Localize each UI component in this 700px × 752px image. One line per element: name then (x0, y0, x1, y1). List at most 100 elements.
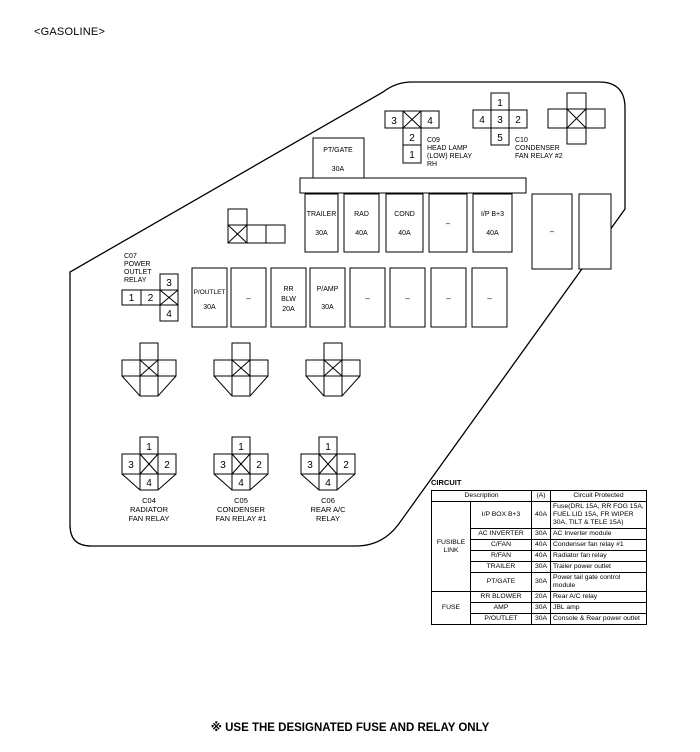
cell-amp: 40A (531, 539, 551, 551)
header-description: Description (431, 490, 532, 502)
svg-text:CONDENSER: CONDENSER (515, 145, 560, 152)
cell-amp: 30A (531, 528, 551, 540)
group-fusible-link: FUSIBLE LINK (431, 501, 471, 592)
header-amp: (A) (531, 490, 551, 502)
fuse-lower-1-name: P/OUTLET (194, 289, 226, 296)
svg-text:RELAY: RELAY (316, 514, 340, 523)
cell-desc: RR BLOWER (470, 591, 532, 603)
relay-c04-pin-1: 1 (146, 442, 152, 453)
cell-amp: 20A (531, 591, 551, 603)
fuse-upper-1-name: TRAILER (307, 211, 337, 218)
cell-desc: TRAILER (470, 561, 532, 573)
fuse-lower-6-name: – (405, 294, 410, 303)
relay-c04-pin-2: 2 (164, 460, 170, 471)
fuse-tall-right: – (531, 193, 612, 270)
connector-cross-top-right (547, 92, 606, 145)
header-protected: Circuit Protected (550, 490, 647, 502)
svg-text:C07: C07 (124, 253, 137, 260)
table-row: AC INVERTER 30A AC Inverter module (432, 528, 647, 540)
fuse-upper-5-amp: 40A (486, 230, 499, 237)
circuit-table-header: Description (A) Circuit Protected (431, 490, 647, 502)
table-row: TRAILER 30A Trailer power outlet (432, 561, 647, 573)
cell-desc: AC INVERTER (470, 528, 532, 540)
fuse-lower-3-amp: 20A (282, 306, 295, 313)
relay-socket-3 (305, 342, 361, 397)
fuse-upper-4: – (428, 193, 468, 253)
relay-c07-pin-2: 2 (148, 293, 154, 304)
table-row: FUSIBLE LINK I/P BOX B+3 40A Fuse(DRL 15… (431, 501, 647, 592)
relay-c06-pin-4: 4 (325, 478, 331, 489)
svg-text:C10: C10 (515, 137, 528, 144)
relay-c04-pin-4: 4 (146, 478, 152, 489)
cell-desc: P/OUTLET (470, 613, 532, 625)
fuse-lower-3-name-line2: BLW (281, 296, 296, 303)
fuse-lower-5-name: – (365, 294, 370, 303)
cell-protected: Power tail gate control module (550, 572, 647, 592)
svg-text:RH: RH (427, 161, 437, 168)
cell-desc: R/FAN (470, 550, 532, 562)
fuse-lower-1-amp: 30A (203, 304, 216, 311)
relay-c10-label: C10 CONDENSER FAN RELAY #2 (515, 137, 563, 160)
cell-desc: I/P BOX B+3 (470, 501, 532, 529)
fuse-upper-2-amp: 40A (355, 230, 368, 237)
relay-c09-label: C09 HEAD LAMP (LOW) RELAY RH (427, 137, 472, 168)
relay-c05-pin-4: 4 (238, 478, 244, 489)
svg-text:OUTLET: OUTLET (124, 269, 152, 276)
fuse-upper-1-amp: 30A (315, 230, 328, 237)
relay-c09-pin-3: 3 (391, 116, 397, 127)
relay-c06: 1 3 2 4 C06 REAR A/C RELAY (300, 436, 356, 523)
relay-c05-pin-2: 2 (256, 460, 262, 471)
fuse-box-outline (69, 81, 626, 547)
fuse-lower-2-name: – (246, 294, 251, 303)
fuse-lower-4: P/AMP 30A (309, 267, 346, 328)
svg-text:FAN RELAY: FAN RELAY (129, 514, 170, 523)
relay-c06-pin-1: 1 (325, 442, 331, 453)
relay-c10-pin-1: 1 (497, 98, 503, 109)
relay-c10: 1 4 3 2 5 C10 CONDENSER FAN RELAY #2 (472, 92, 563, 160)
relay-c07-pin-4: 4 (166, 309, 172, 320)
fuse-upper-2-name: RAD (354, 211, 369, 218)
relay-c09-pin-4: 4 (427, 116, 433, 127)
group-fuse: FUSE (431, 591, 471, 625)
cell-protected: JBL amp (550, 602, 647, 614)
relay-c04: 1 3 2 4 C04 RADIATOR FAN RELAY (121, 436, 177, 523)
fuse-lower-4-name: P/AMP (317, 286, 339, 293)
fuse-upper-3: COND 40A (385, 193, 424, 253)
relay-c09-pin-1: 1 (409, 150, 415, 161)
fuse-lower-3: RR BLW 20A (270, 267, 307, 328)
relay-c06-pin-3: 3 (307, 460, 313, 471)
cell-amp: 40A (531, 550, 551, 562)
cell-protected: Fuse(DRL 15A, RR FOG 15A, FUEL LID 15A, … (550, 501, 647, 529)
fuse-ptgate: PT/GATE 30A (312, 137, 365, 179)
svg-text:CONDENSER: CONDENSER (217, 505, 266, 514)
relay-c06-pin-2: 2 (343, 460, 349, 471)
fuse-upper-3-name: COND (394, 211, 415, 218)
fuse-lower-5: – (349, 267, 386, 328)
table-row: P/OUTLET 30A Console & Rear power outlet (432, 613, 647, 625)
fuse-lower-7: – (430, 267, 467, 328)
svg-text:POWER: POWER (124, 261, 150, 268)
cell-amp: 40A (531, 501, 551, 529)
fuse-upper-3-amp: 40A (398, 230, 411, 237)
relay-c10-pin-4: 4 (479, 115, 485, 126)
cell-amp: 30A (531, 561, 551, 573)
fuse-ptgate-name: PT/GATE (323, 147, 353, 154)
fuse-lower-4-amp: 30A (321, 304, 334, 311)
fuse-tall-right-name: – (550, 227, 555, 236)
svg-text:REAR A/C: REAR A/C (310, 505, 346, 514)
table-row: FUSE RR BLOWER 20A Rear A/C relay (431, 591, 647, 625)
fuse-upper-1: TRAILER 30A (304, 193, 339, 253)
cell-desc: PT/GATE (470, 572, 532, 592)
relay-socket-2 (213, 342, 269, 397)
cell-amp: 30A (531, 602, 551, 614)
relay-c05-pin-3: 3 (220, 460, 226, 471)
relay-c07-pin-3: 3 (166, 278, 172, 289)
fuse-upper-5: I/P B+3 40A (472, 193, 513, 253)
relay-c05: 1 3 2 4 C05 CONDENSER FAN RELAY #1 (213, 436, 269, 523)
connector-t-left (227, 208, 286, 244)
relay-c07-label: C07 POWER OUTLET RELAY (124, 253, 152, 284)
fuse-row-upper: TRAILER 30A RAD 40A COND 40A – I/P B+3 4… (304, 193, 513, 253)
relay-c09-pin-2: 2 (409, 133, 415, 144)
circuit-table-title: CIRCUIT (431, 478, 462, 487)
